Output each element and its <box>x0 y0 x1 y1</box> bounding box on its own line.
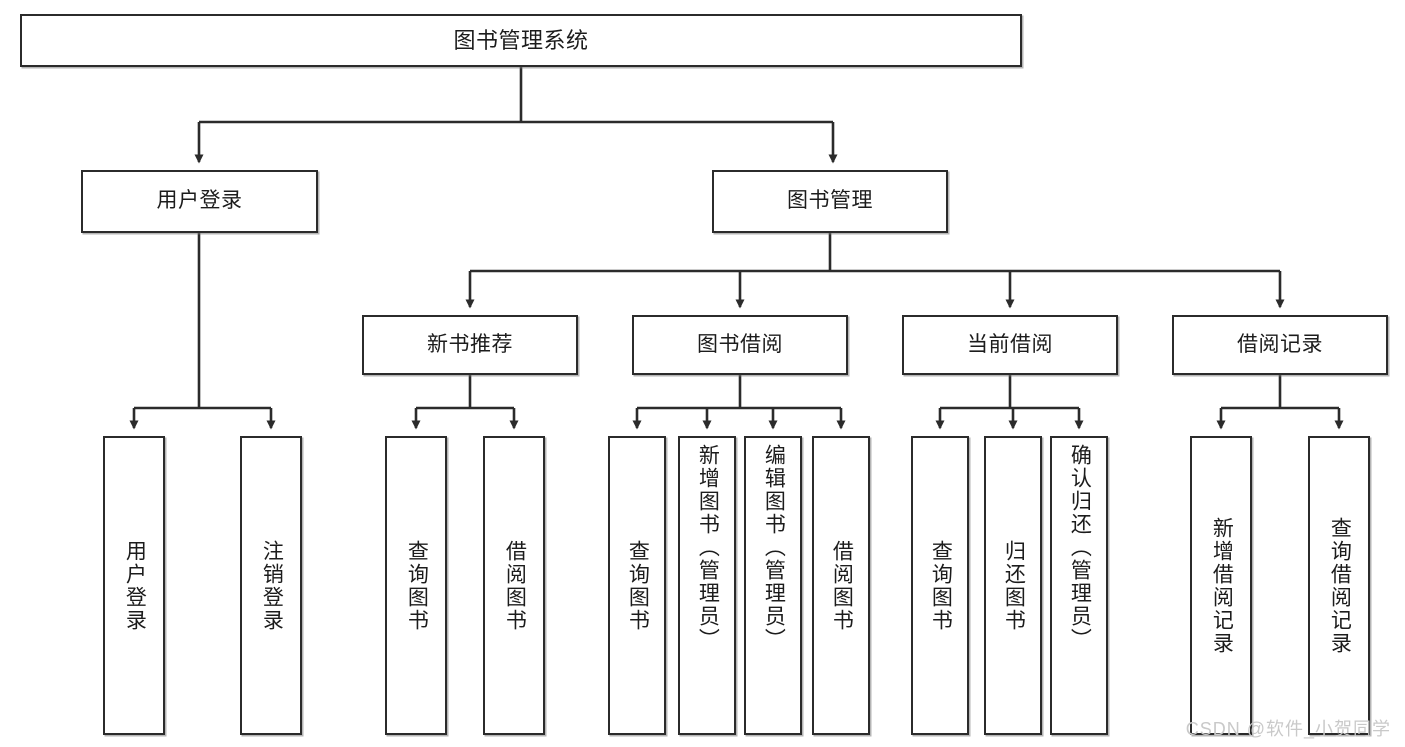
leaf-borrow-book-recommend-inner: 借阅图书 <box>485 438 543 733</box>
node-current-borrow[interactable]: 当前借阅 <box>902 315 1118 375</box>
leaf-query-book-current-label: 查询图书 <box>929 539 953 632</box>
leaf-query-book-recommend-label: 查询图书 <box>405 539 429 632</box>
leaf-add-borrow-record-inner: 新增借阅记录 <box>1192 438 1250 733</box>
leaf-confirm-return[interactable]: 确认归还（管理员） <box>1050 436 1108 735</box>
leaf-edit-book-inner: 编辑图书（管理员） <box>746 438 800 739</box>
leaf-edit-book-label: 编辑图书（管理员） <box>762 444 786 651</box>
leaf-query-borrow-record[interactable]: 查询借阅记录 <box>1308 436 1370 735</box>
node-borrow-record-label: 借阅记录 <box>1237 332 1323 356</box>
leaf-borrow-book-recommend-label: 借阅图书 <box>503 539 527 632</box>
node-book-management-label: 图书管理 <box>787 189 873 213</box>
leaf-logout[interactable]: 注销登录 <box>240 436 302 735</box>
leaf-query-book-borrow-inner: 查询图书 <box>610 438 664 733</box>
node-root-label: 图书管理系统 <box>453 27 589 53</box>
leaf-query-book-borrow[interactable]: 查询图书 <box>608 436 666 735</box>
node-new-book-recommend-label: 新书推荐 <box>427 332 513 356</box>
leaf-borrow-book[interactable]: 借阅图书 <box>812 436 870 735</box>
node-current-borrow-label: 当前借阅 <box>967 332 1053 356</box>
leaf-user-login[interactable]: 用户登录 <box>103 436 165 735</box>
leaf-borrow-book-recommend[interactable]: 借阅图书 <box>483 436 545 735</box>
node-book-borrow-label: 图书借阅 <box>697 332 783 356</box>
leaf-add-book[interactable]: 新增图书（管理员） <box>678 436 736 735</box>
leaf-confirm-return-label: 确认归还（管理员） <box>1068 444 1092 651</box>
csdn-watermark: CSDN @软件_小贺同学 <box>1185 719 1391 739</box>
leaf-add-borrow-record[interactable]: 新增借阅记录 <box>1190 436 1252 735</box>
leaf-query-book-recommend[interactable]: 查询图书 <box>385 436 447 735</box>
leaf-add-book-inner: 新增图书（管理员） <box>680 438 734 739</box>
leaf-confirm-return-inner: 确认归还（管理员） <box>1052 438 1106 739</box>
node-user-login-label: 用户登录 <box>156 189 243 213</box>
leaf-return-book-inner: 归还图书 <box>986 438 1040 733</box>
leaf-query-book-recommend-inner: 查询图书 <box>387 438 445 733</box>
leaf-logout-inner: 注销登录 <box>242 438 300 733</box>
leaf-edit-book[interactable]: 编辑图书（管理员） <box>744 436 802 735</box>
node-book-borrow[interactable]: 图书借阅 <box>632 315 848 375</box>
leaf-add-borrow-record-label: 新增借阅记录 <box>1210 516 1234 655</box>
leaf-borrow-book-inner: 借阅图书 <box>814 438 868 733</box>
leaf-return-book[interactable]: 归还图书 <box>984 436 1042 735</box>
node-book-management[interactable]: 图书管理 <box>712 170 948 233</box>
leaf-query-borrow-record-label: 查询借阅记录 <box>1328 516 1352 655</box>
leaf-logout-label: 注销登录 <box>260 539 284 632</box>
leaf-user-login-inner: 用户登录 <box>105 438 163 733</box>
node-new-book-recommend[interactable]: 新书推荐 <box>362 315 578 375</box>
leaf-user-login-label: 用户登录 <box>123 539 147 632</box>
node-borrow-record[interactable]: 借阅记录 <box>1172 315 1388 375</box>
leaf-borrow-book-label: 借阅图书 <box>830 539 854 632</box>
leaf-return-book-label: 归还图书 <box>1002 539 1026 632</box>
node-root[interactable]: 图书管理系统 <box>20 14 1022 67</box>
leaf-query-book-current[interactable]: 查询图书 <box>911 436 969 735</box>
leaf-add-book-label: 新增图书（管理员） <box>696 444 720 651</box>
leaf-query-book-borrow-label: 查询图书 <box>626 539 650 632</box>
leaf-query-borrow-record-inner: 查询借阅记录 <box>1310 438 1368 733</box>
node-user-login[interactable]: 用户登录 <box>81 170 318 233</box>
leaf-query-book-current-inner: 查询图书 <box>913 438 967 733</box>
